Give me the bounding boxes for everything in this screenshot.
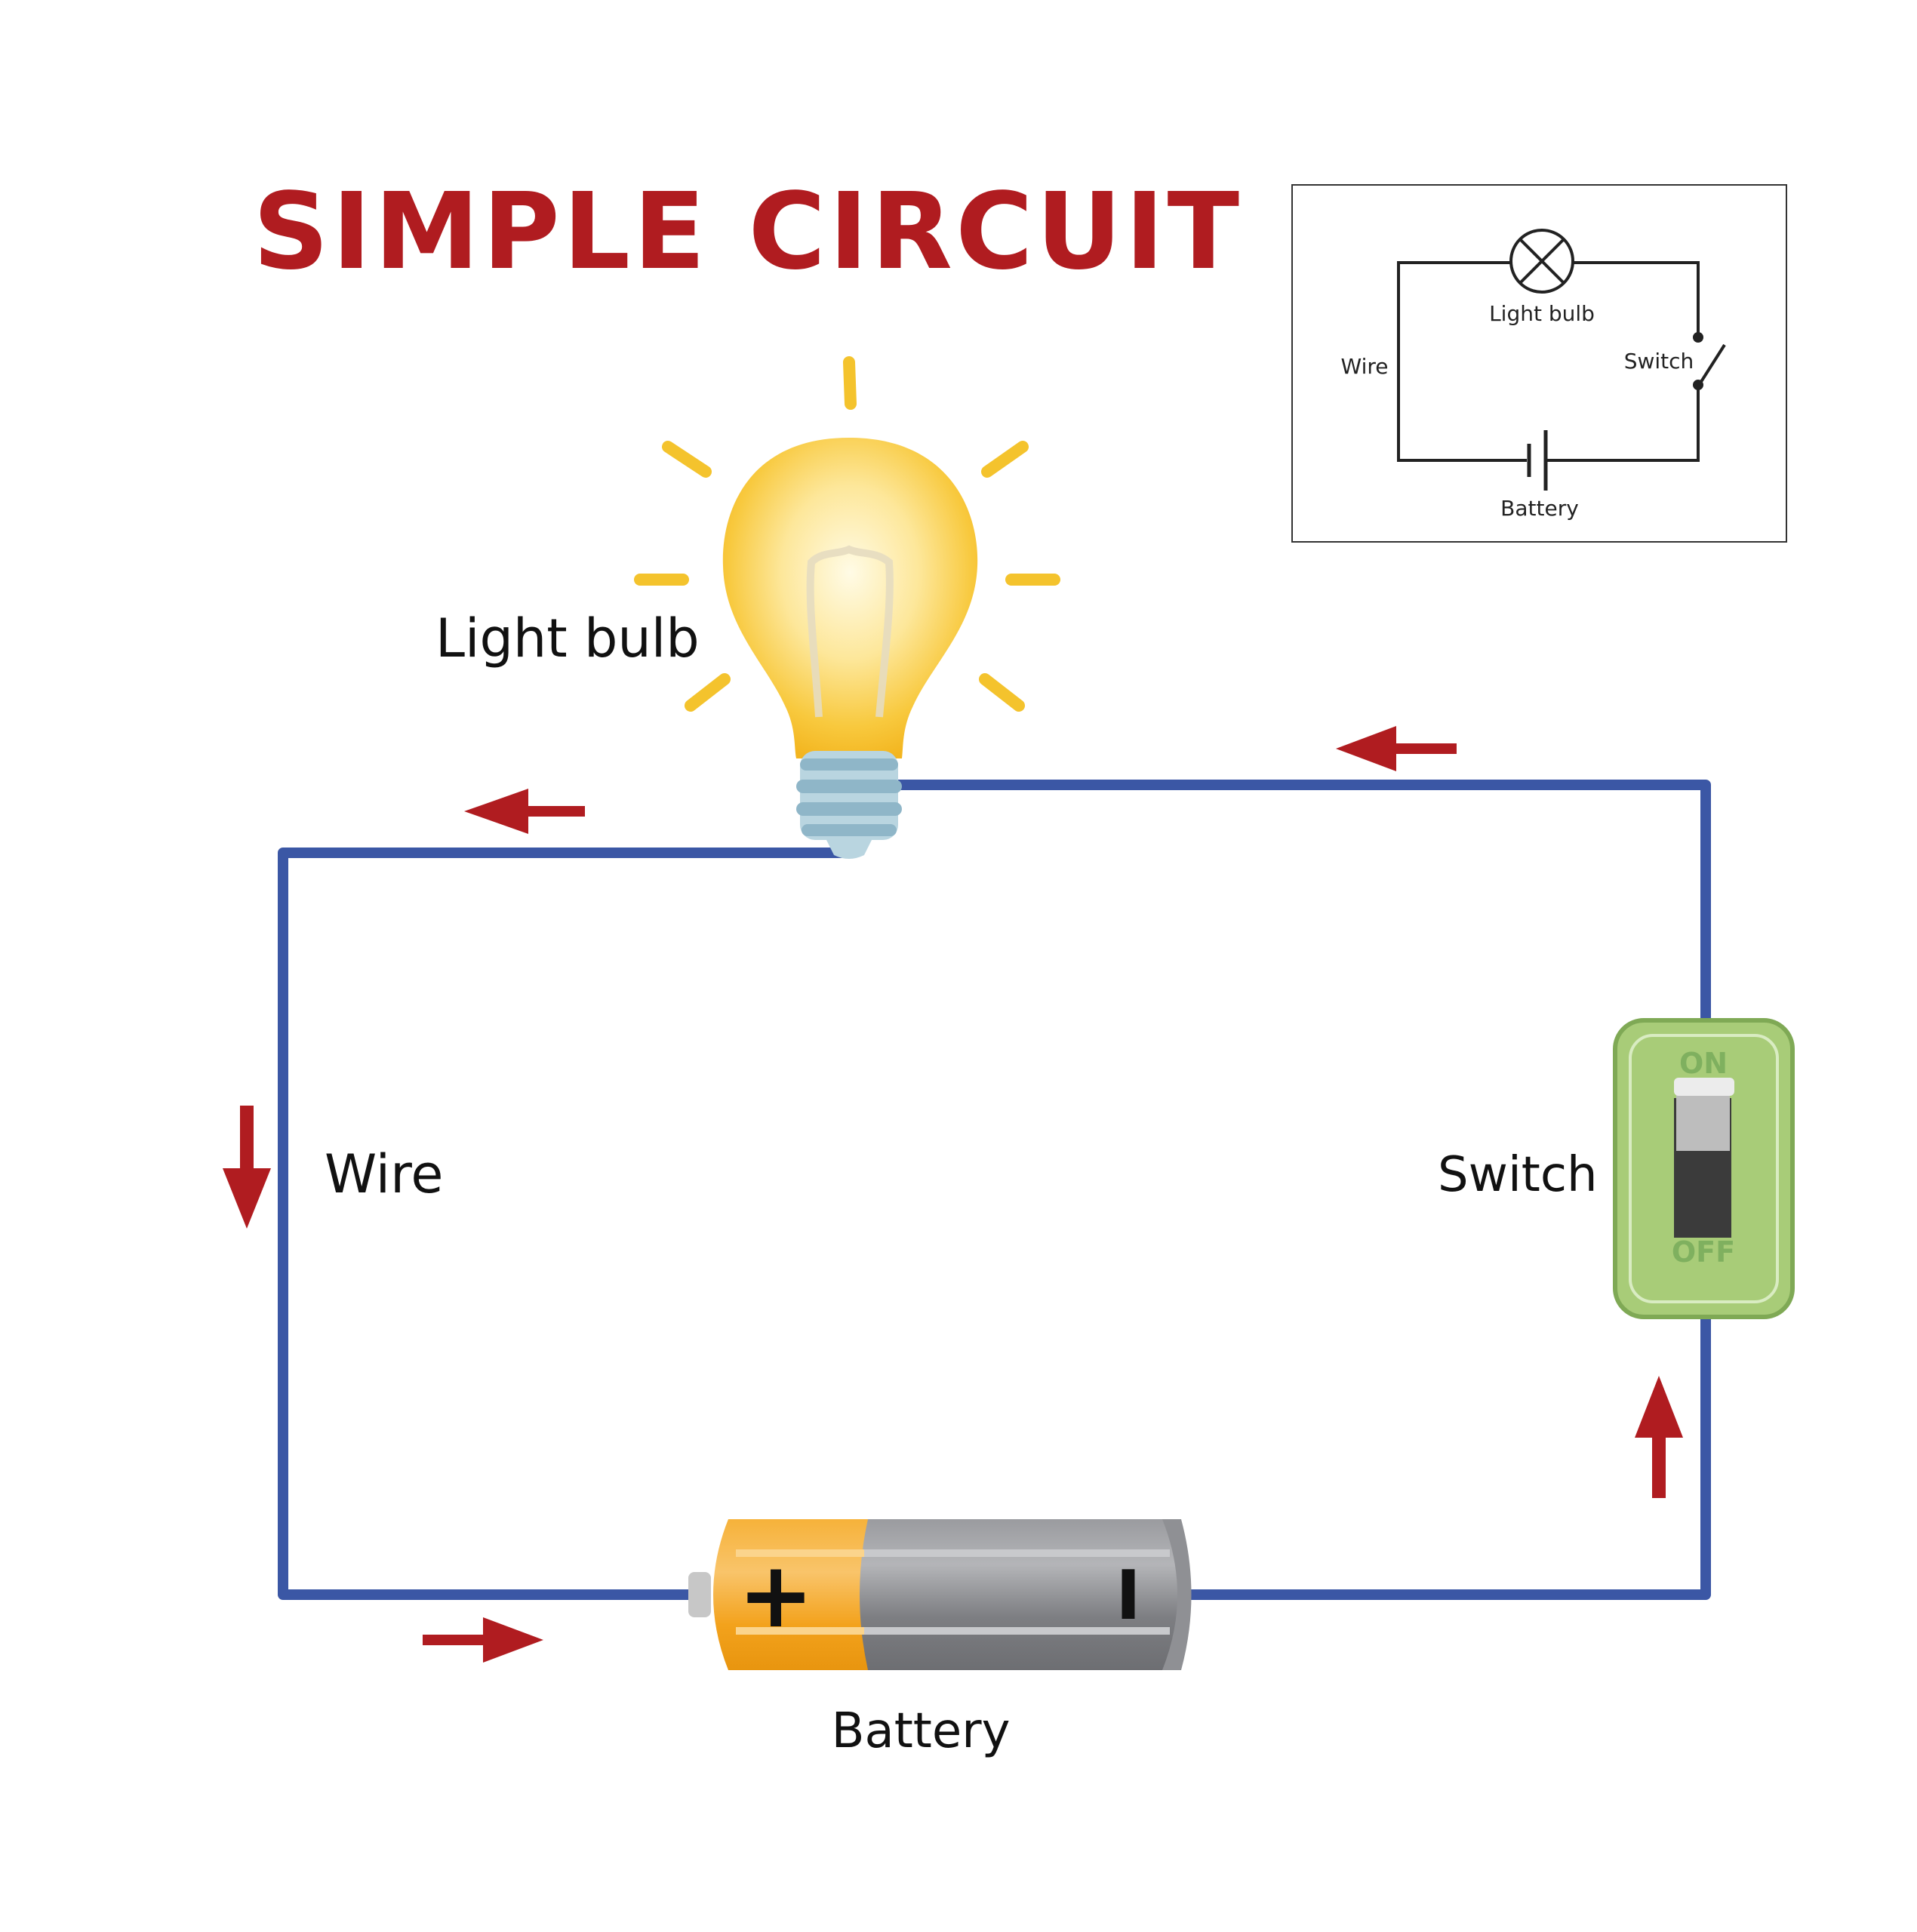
schematic-switch-label: Switch xyxy=(1624,349,1694,374)
schematic-wire-label: Wire xyxy=(1341,354,1389,379)
schematic-bulb-label: Light bulb xyxy=(1489,301,1595,326)
diagram-title: SIMPLE CIRCUIT xyxy=(253,171,1242,294)
current-arrows xyxy=(223,726,1683,1663)
light-bulb-icon xyxy=(634,356,1060,859)
battery-negative-terminal: I xyxy=(1115,1556,1141,1635)
current-arrow-icon xyxy=(423,1617,543,1663)
bulb-filament xyxy=(806,545,894,718)
wire-left xyxy=(278,848,851,1600)
current-arrow-icon xyxy=(464,789,585,834)
current-arrow-icon xyxy=(1635,1376,1683,1498)
wire-bottom xyxy=(1176,1312,1711,1600)
schematic-switch-contact-top xyxy=(1693,332,1703,343)
battery-icon: + I xyxy=(688,1519,1192,1670)
switch-label: Switch xyxy=(1438,1147,1598,1203)
schematic-inset: Light bulb Wire Switch Battery xyxy=(1291,184,1787,543)
battery-label: Battery xyxy=(832,1703,1011,1759)
switch-off-label: OFF xyxy=(1672,1235,1735,1269)
bulb-glass xyxy=(722,438,978,758)
schematic-switch-contact-bottom xyxy=(1693,380,1703,390)
wire-label: Wire xyxy=(325,1143,443,1205)
toggle-switch-icon: ON OFF xyxy=(1613,1018,1795,1319)
bulb-label: Light bulb xyxy=(435,608,700,669)
switch-on-label: ON xyxy=(1679,1047,1728,1080)
current-arrow-icon xyxy=(1336,726,1457,771)
battery-positive-terminal: + xyxy=(738,1543,814,1648)
bulb-base xyxy=(796,751,902,859)
wire-loop xyxy=(278,780,1711,1600)
schematic-battery-label: Battery xyxy=(1500,496,1579,521)
wire-right xyxy=(885,780,1711,1026)
light-rays xyxy=(634,356,1060,712)
current-arrow-icon xyxy=(223,1106,271,1229)
